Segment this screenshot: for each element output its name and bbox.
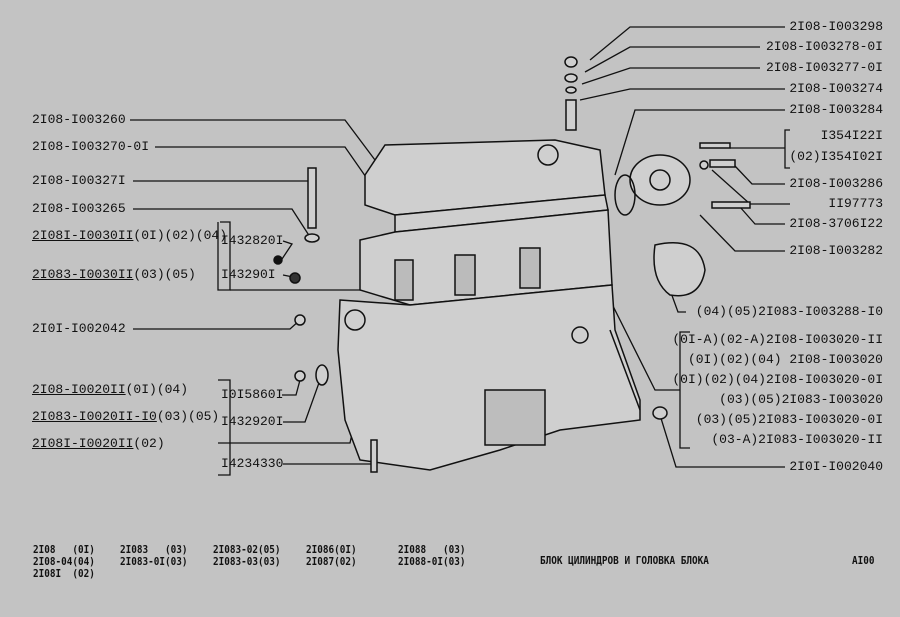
model-code: 2I08I (02) [33,567,95,580]
model-codes: (0I)(04) [125,382,189,397]
part-label: I432820I [221,233,284,248]
part-number: 2I083-I0020II-I0 [32,409,157,424]
part-label: (03)(05)2I083-I003020 [719,392,883,407]
part-label: I354I22I [820,128,883,143]
part-number: 2I08I-I0030II [32,228,134,243]
part-number: 2I08I-I0020II [32,436,134,451]
part-label: (0I)(02)(04) 2I08-I003020 [687,352,883,367]
model-codes: (02) [133,436,165,451]
part-label: 2I08-I003282 [789,243,883,258]
model-codes: (0I)(02)(04) [133,228,228,243]
block-assembly-label: 2I08-I0020II(0I)(04) [32,383,188,397]
part-label: 2I08-I003270-0I [32,139,150,154]
model-code: 2I088 (03) [398,543,466,556]
part-label: 2I0I-I002040 [789,459,883,474]
part-label: I432920I [221,414,284,429]
part-label: (0I)(02)(04)2I08-I003020-0I [672,372,883,387]
model-code: 2I08-04(04) [33,555,95,568]
page-title: БЛОК ЦИЛИНДРОВ И ГОЛОВКА БЛОКА [540,554,709,567]
part-label: (04)(05)2I083-I003288-I0 [695,304,883,319]
model-code: 2I086(0I) [306,543,357,556]
part-label: 2I08-I00327I [32,173,126,188]
model-codes: (03)(05) [156,409,220,424]
part-label: 2I08-I003274 [789,81,883,96]
model-code: 2I083-02(05) [213,543,281,556]
part-label: 2I08-I003278-0I [765,39,883,54]
part-label: 2I08-I003260 [32,112,126,127]
part-label: I0I5860I [221,387,284,402]
model-code: 2I087(02) [306,555,357,568]
part-label: (03)(05)2I083-I003020-0I [695,412,883,427]
model-code: 2I088-0I(03) [398,555,466,568]
leader-lines [130,26,790,476]
block-assembly-label: 2I08I-I0020II(02) [32,437,165,451]
part-number: 2I08-I0020II [32,382,126,397]
head-assembly-label: 2I083-I0030II(03)(05) [32,268,196,282]
part-label: (02)I354I02I [789,149,883,164]
model-codes: (03)(05) [133,267,196,282]
page-code: AI00 [852,554,875,567]
model-code: 2I08 (0I) [33,543,95,556]
part-label: 2I08-I003277-0I [765,60,883,75]
part-label: (03-A)2I083-I003020-II [711,432,883,447]
part-label: I4234330 [221,456,284,471]
part-label: 2I0I-I002042 [32,321,126,336]
block-assembly-label: 2I083-I0020II-I0(03)(05) [32,410,219,424]
part-label: II97773 [828,196,883,211]
part-label: (0I-A)(02-A)2I08-I003020-II [672,332,883,347]
head-assembly-label: 2I08I-I0030II(0I)(02)(04) [32,229,227,243]
part-label: I43290I [221,267,276,282]
part-label: 2I08-I003284 [789,102,883,117]
part-label: 2I08-3706I22 [789,216,883,231]
engine-illustration [273,56,751,473]
part-number: 2I083-I0030II [32,267,134,282]
part-label: 2I08-I003298 [789,19,883,34]
model-code: 2I083-0I(03) [120,555,188,568]
model-code: 2I083-03(03) [213,555,281,568]
model-code: 2I083 (03) [120,543,188,556]
part-label: 2I08-I003265 [32,201,126,216]
part-label: 2I08-I003286 [789,176,883,191]
